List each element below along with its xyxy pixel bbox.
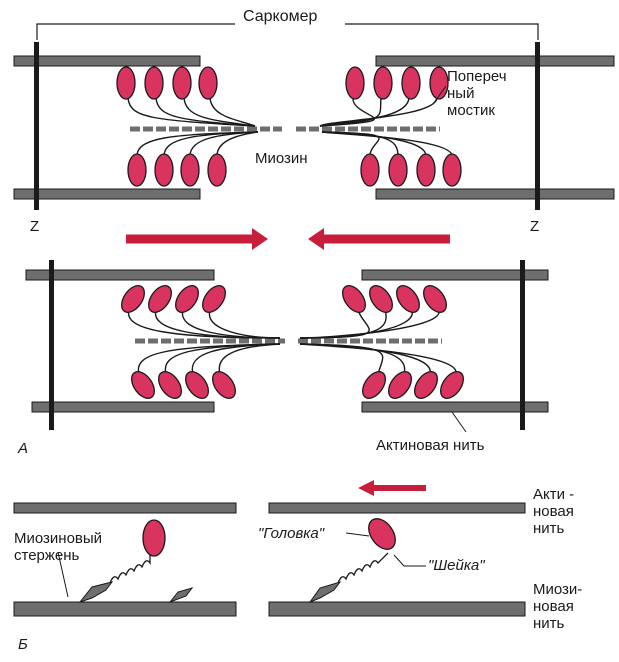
head-label: "Головка" [258,525,325,542]
myosin-filament-b-label: Миози- новая нить [533,581,583,632]
cross-bridge-neck [299,343,457,375]
myosin-head [396,285,420,313]
cross-bridge-neck [321,131,453,157]
head-leader [345,532,370,537]
cross-bridge-neck [127,309,281,339]
cross-bridge-neck [209,97,256,127]
myosin-head [360,153,380,187]
myosin-head [198,66,218,100]
myosin-head [131,371,155,399]
cross-bridge-neck [299,343,406,375]
myosin-head [369,285,393,313]
cross-bridge-neck [183,97,256,127]
myosin-head [414,371,438,399]
myosin-head [175,285,199,313]
actin-filament-contracted-top-left [25,269,215,281]
contraction-arrow-left [308,228,450,250]
actin-filament-label: Актиновая нить [376,437,485,454]
myosin-head [440,371,464,399]
cross-bridge-neck [127,97,256,127]
myosin-head [388,153,408,187]
myosin-head [388,371,412,399]
sarcomere-label: Саркомер [243,8,318,25]
myosin-rod [78,581,114,604]
myosin-rod-stub [168,587,194,604]
neck-leader [393,554,426,567]
cross-bridge-neck [299,309,440,339]
cross-bridge-neck [155,97,256,127]
myosin-head [416,153,436,187]
actin-filament-contracted-bottom-left [31,401,215,413]
cross-bridge-neck [191,343,281,375]
myosin-neck-coil [337,552,389,584]
sarcomere-bracket-left [36,23,235,40]
myosin-head [202,285,226,313]
myosin-head [423,285,447,313]
myosin-head [180,153,200,187]
myosin-label: Миозин [255,150,308,167]
contraction-arrow-right [126,228,268,250]
cross-bridge-neck [299,309,387,339]
myosin-neck-coil [109,555,151,584]
cross-bridge-neck [218,343,281,375]
panel-b-label: Б [18,636,28,653]
cross-bridge-neck [319,97,376,127]
actin-filament-bottom-right [375,188,615,200]
myosin-head [158,371,182,399]
actin-filament-b-left [13,502,237,514]
actin-filament-contracted-top-right [361,269,549,281]
myosin-head [362,371,386,399]
myosin-head [116,66,136,100]
actin-movement-arrow [358,480,426,496]
myosin-rod-right [308,581,342,604]
myosin-head [207,153,227,187]
neck-label: "Шейка" [428,557,485,574]
actin-filament-top-right [375,55,615,67]
z-line-left [34,42,39,210]
actin-filament-bottom-left [13,188,201,200]
myosin-filament-b-left [13,601,237,617]
cross-bridge-neck [208,309,281,339]
myosin-head [142,519,166,557]
myosin-head [144,66,164,100]
actin-filament-b-right [268,502,526,514]
myosin-head [154,153,174,187]
cross-bridge-neck [319,97,438,127]
panel-a-label: А [18,440,29,457]
myosin-head [429,66,449,100]
myosin-head [401,66,421,100]
myosin-head [121,285,145,313]
myosin-head [368,518,396,550]
myosin-head [212,371,236,399]
z-line-left-label: Z [30,218,40,235]
cross-bridge-label: Попереч ный мостик [447,68,507,119]
actin-filament-top-left [13,55,201,67]
myosin-rod-leader [57,551,69,598]
myosin-head [127,153,147,187]
myosin-head [345,66,365,100]
cross-bridge-neck [216,131,259,157]
myosin-head [185,371,209,399]
actin-filament-b-label: Акти - новая нить [533,486,575,537]
myosin-head [442,153,462,187]
myosin-head [373,66,393,100]
z-line-right-label: Z [530,218,540,235]
sarcomere-bracket-right [345,23,539,40]
cross-bridge-neck [189,131,259,157]
z-line-contracted-right [520,260,525,430]
myosin-head [148,285,172,313]
z-line-contracted-left [49,260,54,430]
myosin-head [172,66,192,100]
myosin-filament-b-right [268,601,526,617]
cross-bridge-leader [432,85,447,105]
myosin-head [342,285,366,313]
actin-filament-leader [451,411,467,433]
actin-filament-contracted-bottom-right [361,401,549,413]
myosin-rod-label: Миозиновый стержень [14,530,103,564]
z-line-right [535,42,540,210]
